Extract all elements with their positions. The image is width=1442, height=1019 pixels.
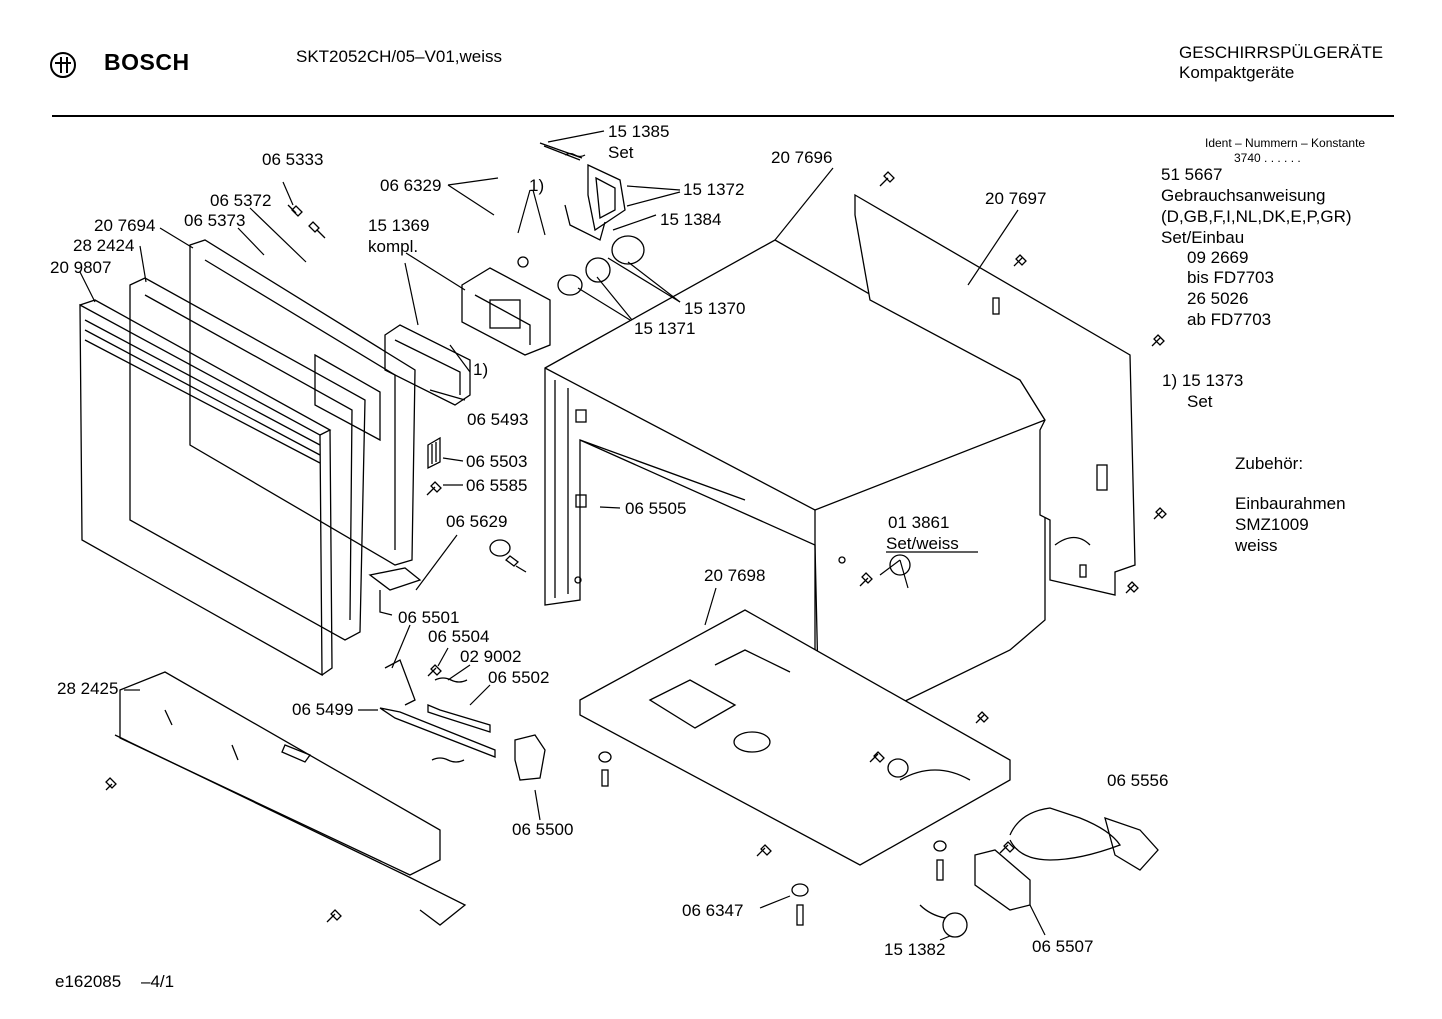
label-151384: 15 1384	[660, 210, 722, 229]
power-plug	[1104, 816, 1159, 871]
switch-065500	[514, 734, 546, 781]
bracket-151384	[564, 204, 606, 241]
label-151370: 15 1370	[684, 299, 746, 318]
label-029002: 02 9002	[460, 647, 522, 666]
label-note1-top: 1)	[529, 176, 545, 195]
label-065499: 06 5499	[292, 700, 354, 719]
footer-page: –4/1	[141, 972, 175, 991]
doc-number: 51 5667	[1161, 165, 1223, 184]
set-a-number: 09 2669	[1187, 248, 1249, 267]
label-151371: 15 1371	[634, 319, 696, 338]
bosch-logo-icon	[50, 52, 76, 78]
zubehoer-color: weiss	[1235, 536, 1278, 555]
o-ring	[517, 256, 529, 268]
capacitor-151382	[942, 912, 968, 938]
label-066329: 06 6329	[380, 176, 442, 195]
header-rule	[52, 115, 1394, 117]
label-151385: 15 1385	[608, 122, 670, 141]
zubehoer-code: SMZ1009	[1235, 515, 1309, 534]
set-a-range: bis FD7703	[1187, 268, 1274, 287]
ident-value: 3740 . . . . . .	[1234, 151, 1301, 165]
label-207696: 20 7696	[771, 148, 833, 167]
label-065507: 06 5507	[1032, 937, 1094, 956]
zubehoer-item: Einbaurahmen	[1235, 494, 1346, 513]
label-065585: 06 5585	[466, 476, 528, 495]
label-151369: 15 1369	[368, 216, 430, 235]
brand-name: BOSCH	[104, 49, 190, 75]
ring-151370	[611, 235, 645, 265]
category-title: GESCHIRRSPÜLGERÄTE	[1179, 43, 1384, 62]
label-065501: 06 5501	[398, 608, 460, 627]
label-013861: 01 3861	[888, 513, 950, 532]
rod-065499	[379, 707, 496, 758]
hardware-parts	[105, 142, 1167, 926]
label-065373: 06 5373	[184, 211, 246, 230]
label-066347: 06 6347	[682, 901, 744, 920]
label-065503: 06 5503	[466, 452, 528, 471]
capacitor-wire	[919, 904, 946, 919]
set-einbau: Set/Einbau	[1161, 228, 1245, 247]
footer-code: e162085	[55, 972, 122, 991]
label-065372: 06 5372	[210, 191, 272, 210]
footnote-number: 1) 15 1373	[1162, 371, 1244, 390]
ring-151370b	[585, 257, 611, 283]
rear-panel	[854, 193, 1136, 596]
label-207698: 20 7698	[704, 566, 766, 585]
zubehoer-title: Zubehör:	[1235, 454, 1304, 473]
label-065629: 06 5629	[446, 512, 508, 531]
label-282424: 28 2424	[73, 236, 135, 255]
doc-title: Gebrauchsanweisung	[1161, 186, 1326, 205]
label-151385-set: Set	[608, 143, 634, 162]
doc-languages: (D,GB,F,I,NL,DK,E,P,GR)	[1161, 207, 1352, 226]
lever-151372	[587, 163, 626, 232]
terminal-block	[974, 849, 1031, 911]
label-065493: 06 5493	[467, 410, 529, 429]
category-subtitle: Kompaktgeräte	[1179, 63, 1295, 82]
clip-065503	[427, 436, 441, 470]
set-b-number: 26 5026	[1187, 289, 1249, 308]
footnote-set: Set	[1187, 392, 1213, 411]
label-065502: 06 5502	[488, 668, 550, 687]
label-151382: 15 1382	[884, 940, 946, 959]
latch-065501	[384, 659, 416, 706]
set-b-range: ab FD7703	[1187, 310, 1272, 329]
power-cord	[1009, 807, 1121, 861]
leader-lines	[79, 130, 1046, 941]
kick-plate	[114, 671, 467, 926]
dispenser-unit	[461, 267, 551, 356]
label-207697: 20 7697	[985, 189, 1047, 208]
label-151372: 15 1372	[683, 180, 745, 199]
label-013861-set: Set/weiss	[886, 534, 959, 553]
ident-title: Ident – Nummern – Konstante	[1205, 136, 1366, 150]
label-207694: 20 7694	[94, 216, 156, 235]
bracket-065629	[368, 567, 422, 616]
rod-065502	[427, 704, 491, 733]
label-209807: 20 9807	[50, 258, 112, 277]
label-282425: 28 2425	[57, 679, 119, 698]
model-number: SKT2052CH/05–V01,weiss	[296, 47, 503, 66]
ring-151371	[557, 274, 583, 296]
label-151369-kompl: kompl.	[368, 237, 419, 256]
label-065504: 06 5504	[428, 627, 490, 646]
label-note1-mid: 1)	[473, 360, 489, 379]
door-outer-panel	[79, 299, 333, 677]
label-065500: 06 5500	[512, 820, 574, 839]
label-065556: 06 5556	[1107, 771, 1169, 790]
label-065505: 06 5505	[625, 499, 687, 518]
label-065333: 06 5333	[262, 150, 324, 169]
base-tray	[579, 609, 1011, 866]
gasket-065493	[384, 324, 471, 406]
